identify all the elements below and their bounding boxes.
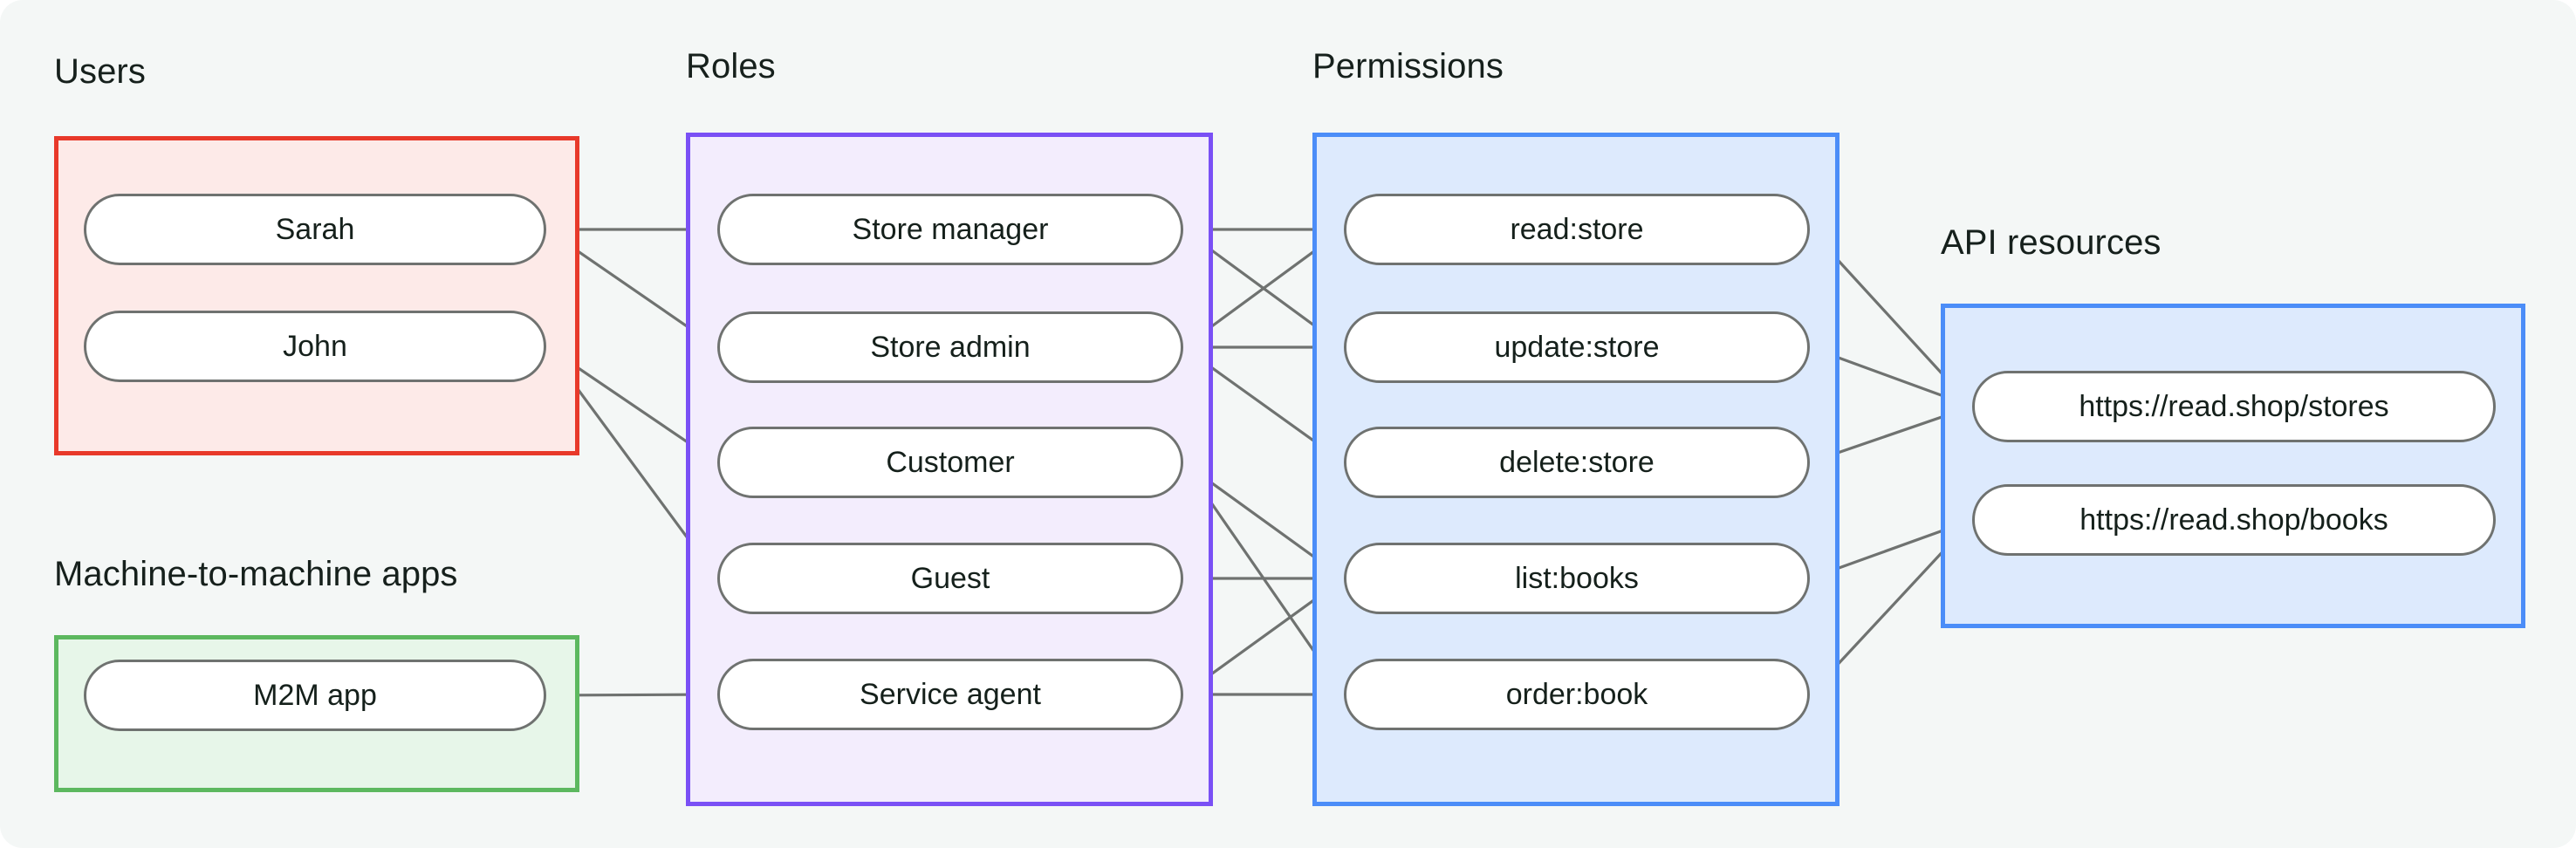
node-guest[interactable]: Guest [717,543,1183,614]
group-label-api: API resources [1941,223,2162,262]
node-svc-agent[interactable]: Service agent [717,659,1183,730]
node-api-books[interactable]: https://read.shop/books [1972,484,2496,556]
group-label-users: Users [54,52,146,91]
group-label-roles: Roles [686,47,776,85]
node-store-admin[interactable]: Store admin [717,311,1183,383]
node-delete-store[interactable]: delete:store [1344,427,1810,498]
node-m2m-app[interactable]: M2M app [84,660,546,731]
group-box-api [1941,304,2525,628]
node-update-store[interactable]: update:store [1344,311,1810,383]
node-store-mgr[interactable]: Store manager [717,194,1183,265]
group-label-m2m: Machine-to-machine apps [54,555,458,593]
node-john[interactable]: John [84,311,546,382]
group-label-permissions: Permissions [1312,47,1504,85]
group-box-users [54,136,579,455]
node-order-book[interactable]: order:book [1344,659,1810,730]
node-api-stores[interactable]: https://read.shop/stores [1972,371,2496,442]
node-customer[interactable]: Customer [717,427,1183,498]
node-list-books[interactable]: list:books [1344,543,1810,614]
node-sarah[interactable]: Sarah [84,194,546,265]
node-read-store[interactable]: read:store [1344,194,1810,265]
